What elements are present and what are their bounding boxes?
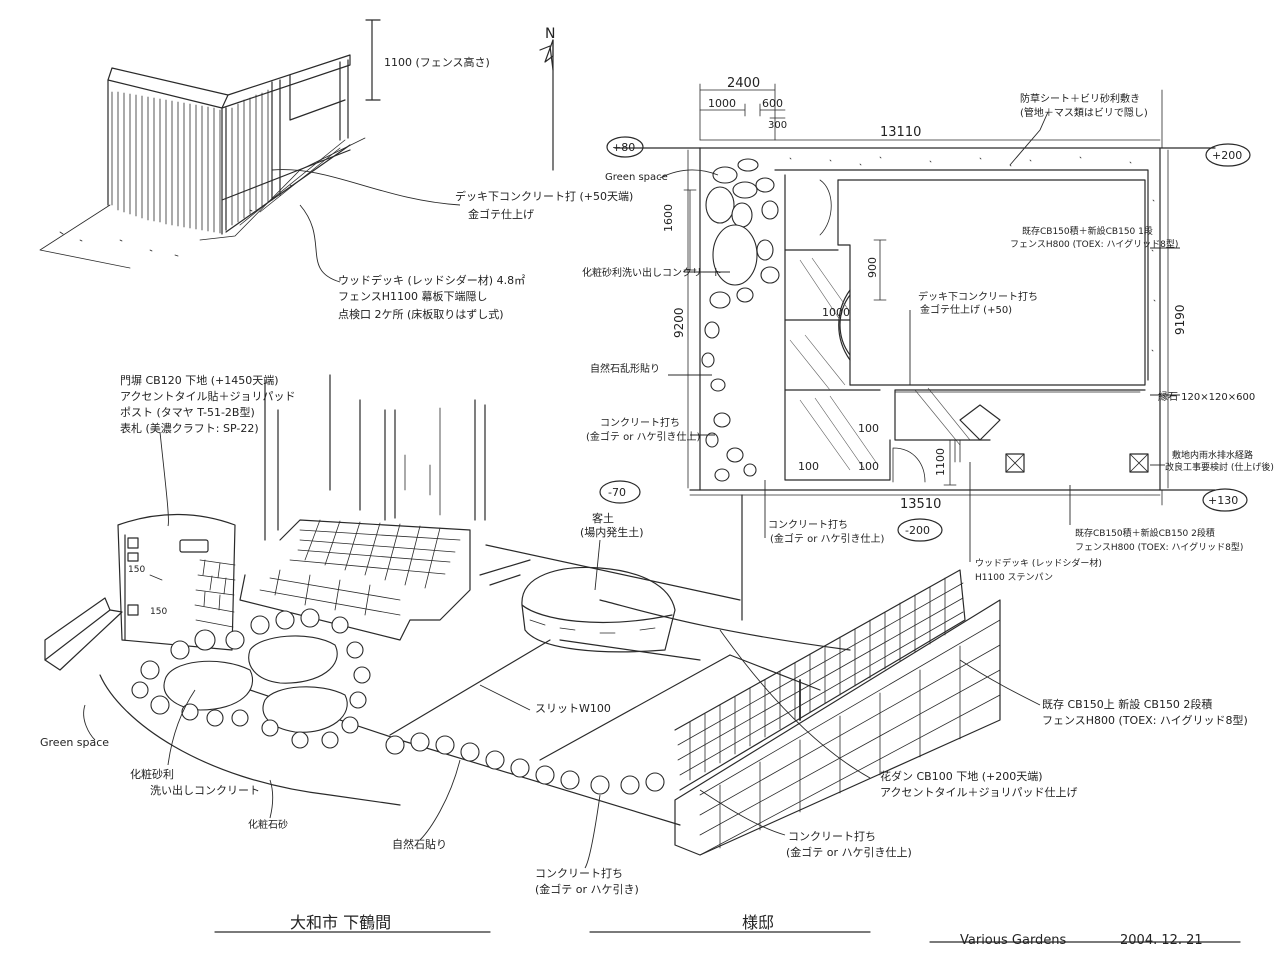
weed-sheet-sub-label: (管地＋マス類はビリで隠し) <box>1020 106 1148 119</box>
location-title: 大和市 下鶴間 <box>290 913 391 932</box>
post-label: ポスト (タマヤ T-51-2B型) <box>120 405 255 419</box>
slit-label: スリットW100 <box>535 702 611 715</box>
gate-wall-label: 門塀 CB120 下地 (+1450天端) <box>120 374 279 387</box>
site-plan: 2400 1000 600 300 13110 1600 9200 900 10… <box>582 76 1274 583</box>
garden-perspective: 150 150 <box>40 374 1248 896</box>
level-minus200: -200 <box>905 524 930 537</box>
topsoil-label: 客土 <box>592 511 614 525</box>
north-label: N <box>545 26 555 42</box>
plan-washout-label: 化粧砂利洗い出しコンクリート <box>582 266 722 279</box>
existing-cb-fence-label: フェンスH800 (TOEX: ハイグリッド8型) <box>1010 238 1178 250</box>
plan-wood-deck-sub-label: H1100 ステンパン <box>975 572 1053 583</box>
persp-concrete1-label: コンクリート打ち <box>535 866 623 880</box>
persp-natural-stone-label: 自然石貼り <box>392 837 447 851</box>
deck-concrete-label: デッキ下コンクリート打 (+50天端) <box>455 189 633 203</box>
drain-note-sub-label: 改良工事要検討 (仕上げ後) <box>1165 461 1274 473</box>
dim-1000-circle: 1000 <box>822 306 850 319</box>
persp-concrete1-sub-label: (金ゴテ or ハケ引き) <box>535 882 639 896</box>
persp-existing-cb-label: 既存 CB150上 新設 CB150 2段積 <box>1042 697 1212 711</box>
nameplate-label: 表札 (美濃クラフト: SP-22) <box>120 421 259 435</box>
dim-9190: 9190 <box>1173 304 1187 335</box>
weed-sheet-label: 防草シート＋ビリ砂利敷き <box>1020 92 1140 105</box>
dim-900: 900 <box>866 257 879 278</box>
persp-concrete2-sub-label: (金ゴテ or ハケ引き仕上) <box>786 845 912 859</box>
existing-cb2-label: 既存CB150積＋新設CB150 2段積 <box>1075 527 1215 539</box>
drawing-date: 2004. 12. 21 <box>1120 933 1203 948</box>
level-minus70: -70 <box>608 486 626 499</box>
persp-washout-sub-label: 洗い出しコンクリート <box>150 783 260 797</box>
dim-1600: 1600 <box>662 204 675 232</box>
plan-concrete2-label: コンクリート打ち <box>768 518 848 531</box>
wood-deck-fence-label: フェンスH1100 幕板下端隠し <box>338 289 488 303</box>
deck-under-concrete-label: デッキ下コンクリート打ち <box>918 290 1038 303</box>
level-plus80: +80 <box>612 141 635 154</box>
existing-cb-label: 既存CB150積＋新設CB150 1段 <box>1022 225 1153 237</box>
persp-existing-cb-fence-label: フェンスH800 (TOEX: ハイグリッド8型) <box>1042 713 1248 727</box>
dim-150-b: 150 <box>150 607 167 617</box>
level-plus130: +130 <box>1208 494 1238 507</box>
plan-concrete2-finish-label: (金ゴテ or ハケ引き仕上) <box>770 532 884 545</box>
plan-natural-stone-label: 自然石乱形貼り <box>590 362 660 375</box>
north-arrow: N <box>539 26 555 171</box>
wood-deck-access-label: 点検口 2ケ所 (床板取りはずし式) <box>338 307 504 321</box>
dim-13510: 13510 <box>900 497 941 512</box>
gate-wall-tile-label: アクセントタイル貼＋ジョリパッド <box>120 389 295 403</box>
level-plus200: +200 <box>1212 149 1242 162</box>
dim-2400: 2400 <box>727 76 760 91</box>
title-block: 大和市 下鶴間 様邸 Various Gardens 2004. 12. 21 <box>214 913 1241 948</box>
flowerbed-label: 花ダン CB100 下地 (+200天端) <box>880 769 1043 783</box>
dim-100-c: 100 <box>858 460 879 473</box>
dim-13110: 13110 <box>880 125 921 140</box>
dim-9200: 9200 <box>672 307 686 338</box>
plan-green-space-label: Green space <box>605 172 668 183</box>
dim-100-a: 100 <box>858 422 879 435</box>
dim-100-b: 100 <box>798 460 819 473</box>
existing-cb2-fence-label: フェンスH800 (TOEX: ハイグリッド8型) <box>1075 541 1243 553</box>
wood-deck-sketch: 1100 (フェンス高さ) デッキ下コンクリート打 (+50天端) 金ゴテ仕上げ… <box>39 19 633 321</box>
deck-concrete-finish-label: 金ゴテ仕上げ <box>468 207 534 221</box>
dim-300: 300 <box>768 120 787 131</box>
decorative-sand-label: 化粧石砂 <box>248 818 288 831</box>
company-name: Various Gardens <box>960 933 1067 948</box>
dim-150-a: 150 <box>128 565 145 575</box>
curb-stone-label: 縁石 120×120×600 <box>1158 390 1255 403</box>
client-title: 様邸 <box>742 913 774 932</box>
wood-deck-label: ウッドデッキ (レッドシダー材) 4.8㎡ <box>338 273 525 287</box>
flowerbed-sub-label: アクセントタイル＋ジョリパッド仕上げ <box>880 786 1077 799</box>
drain-note-label: 敷地内雨水排水経路 <box>1172 449 1253 461</box>
topsoil-sub-label: (場内発生土) <box>580 525 644 539</box>
dim-600: 600 <box>762 97 783 110</box>
plan-concrete-finish-label: (金ゴテ or ハケ引き仕上) <box>586 430 700 443</box>
deck-under-concrete-finish-label: 金ゴテ仕上げ (+50) <box>920 303 1012 316</box>
dim-1000-top: 1000 <box>708 97 736 110</box>
plan-concrete-label: コンクリート打ち <box>600 416 680 429</box>
fence-height-label: 1100 (フェンス高さ) <box>384 55 490 69</box>
dim-1100: 1100 <box>934 448 947 476</box>
persp-green-space-label: Green space <box>40 736 109 749</box>
persp-concrete2-label: コンクリート打ち <box>788 829 876 843</box>
persp-washout-label: 化粧砂利 <box>130 767 174 781</box>
plan-wood-deck-label: ウッドデッキ (レッドシダー材) <box>975 557 1102 569</box>
